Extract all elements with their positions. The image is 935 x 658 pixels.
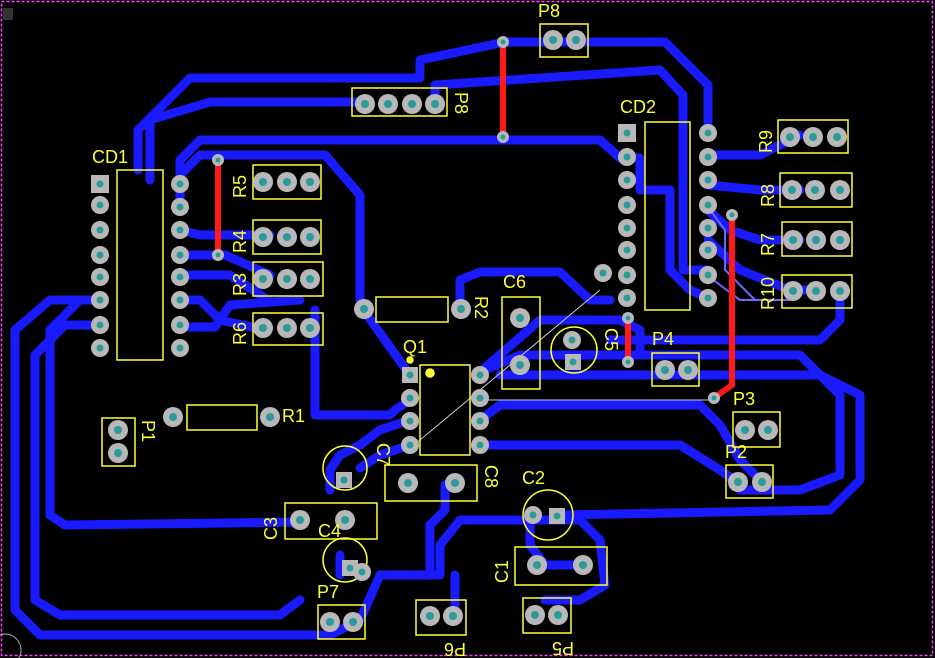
label-r1: R1 bbox=[282, 406, 305, 426]
corner-marker bbox=[3, 8, 13, 20]
label-cd1: CD1 bbox=[92, 147, 128, 167]
label-p4: P4 bbox=[652, 329, 674, 349]
bottom-copper-traces bbox=[215, 39, 735, 401]
designators: P8 P8 CD1 CD2 R5 R4 R3 R6 R9 R8 R7 R10 R… bbox=[92, 1, 778, 658]
top-copper-traces bbox=[10, 37, 865, 640]
label-p8-mid: P8 bbox=[451, 92, 471, 114]
label-p1: P1 bbox=[138, 420, 158, 442]
thin-traces bbox=[407, 289, 710, 451]
label-c6: C6 bbox=[503, 272, 526, 292]
label-p2: P2 bbox=[725, 442, 747, 462]
drill-holes bbox=[96, 36, 844, 626]
label-c7: C7 bbox=[373, 443, 393, 466]
label-r10: R10 bbox=[758, 277, 778, 310]
label-r3: R3 bbox=[230, 273, 250, 296]
label-c3: C3 bbox=[261, 517, 281, 540]
label-r9: R9 bbox=[756, 130, 776, 153]
label-r2: R2 bbox=[471, 296, 491, 319]
label-p6: P6 bbox=[444, 639, 466, 658]
label-c5: C5 bbox=[601, 328, 621, 351]
label-p3: P3 bbox=[733, 389, 755, 409]
label-cd2: CD2 bbox=[620, 97, 656, 117]
label-c2: C2 bbox=[522, 468, 545, 488]
label-p8-top: P8 bbox=[538, 1, 560, 21]
label-r8: R8 bbox=[758, 184, 778, 207]
origin-marker bbox=[0, 633, 22, 658]
label-p5: P5 bbox=[552, 638, 574, 658]
label-c8: C8 bbox=[481, 465, 501, 488]
label-p7: P7 bbox=[317, 582, 339, 602]
label-q1: Q1 bbox=[403, 337, 427, 357]
vias bbox=[212, 36, 738, 404]
label-c1: C1 bbox=[492, 560, 512, 583]
label-r5: R5 bbox=[230, 175, 250, 198]
label-r7: R7 bbox=[758, 233, 778, 256]
label-c4: C4 bbox=[318, 521, 341, 541]
label-r4: R4 bbox=[230, 230, 250, 253]
label-r6: R6 bbox=[230, 322, 250, 345]
